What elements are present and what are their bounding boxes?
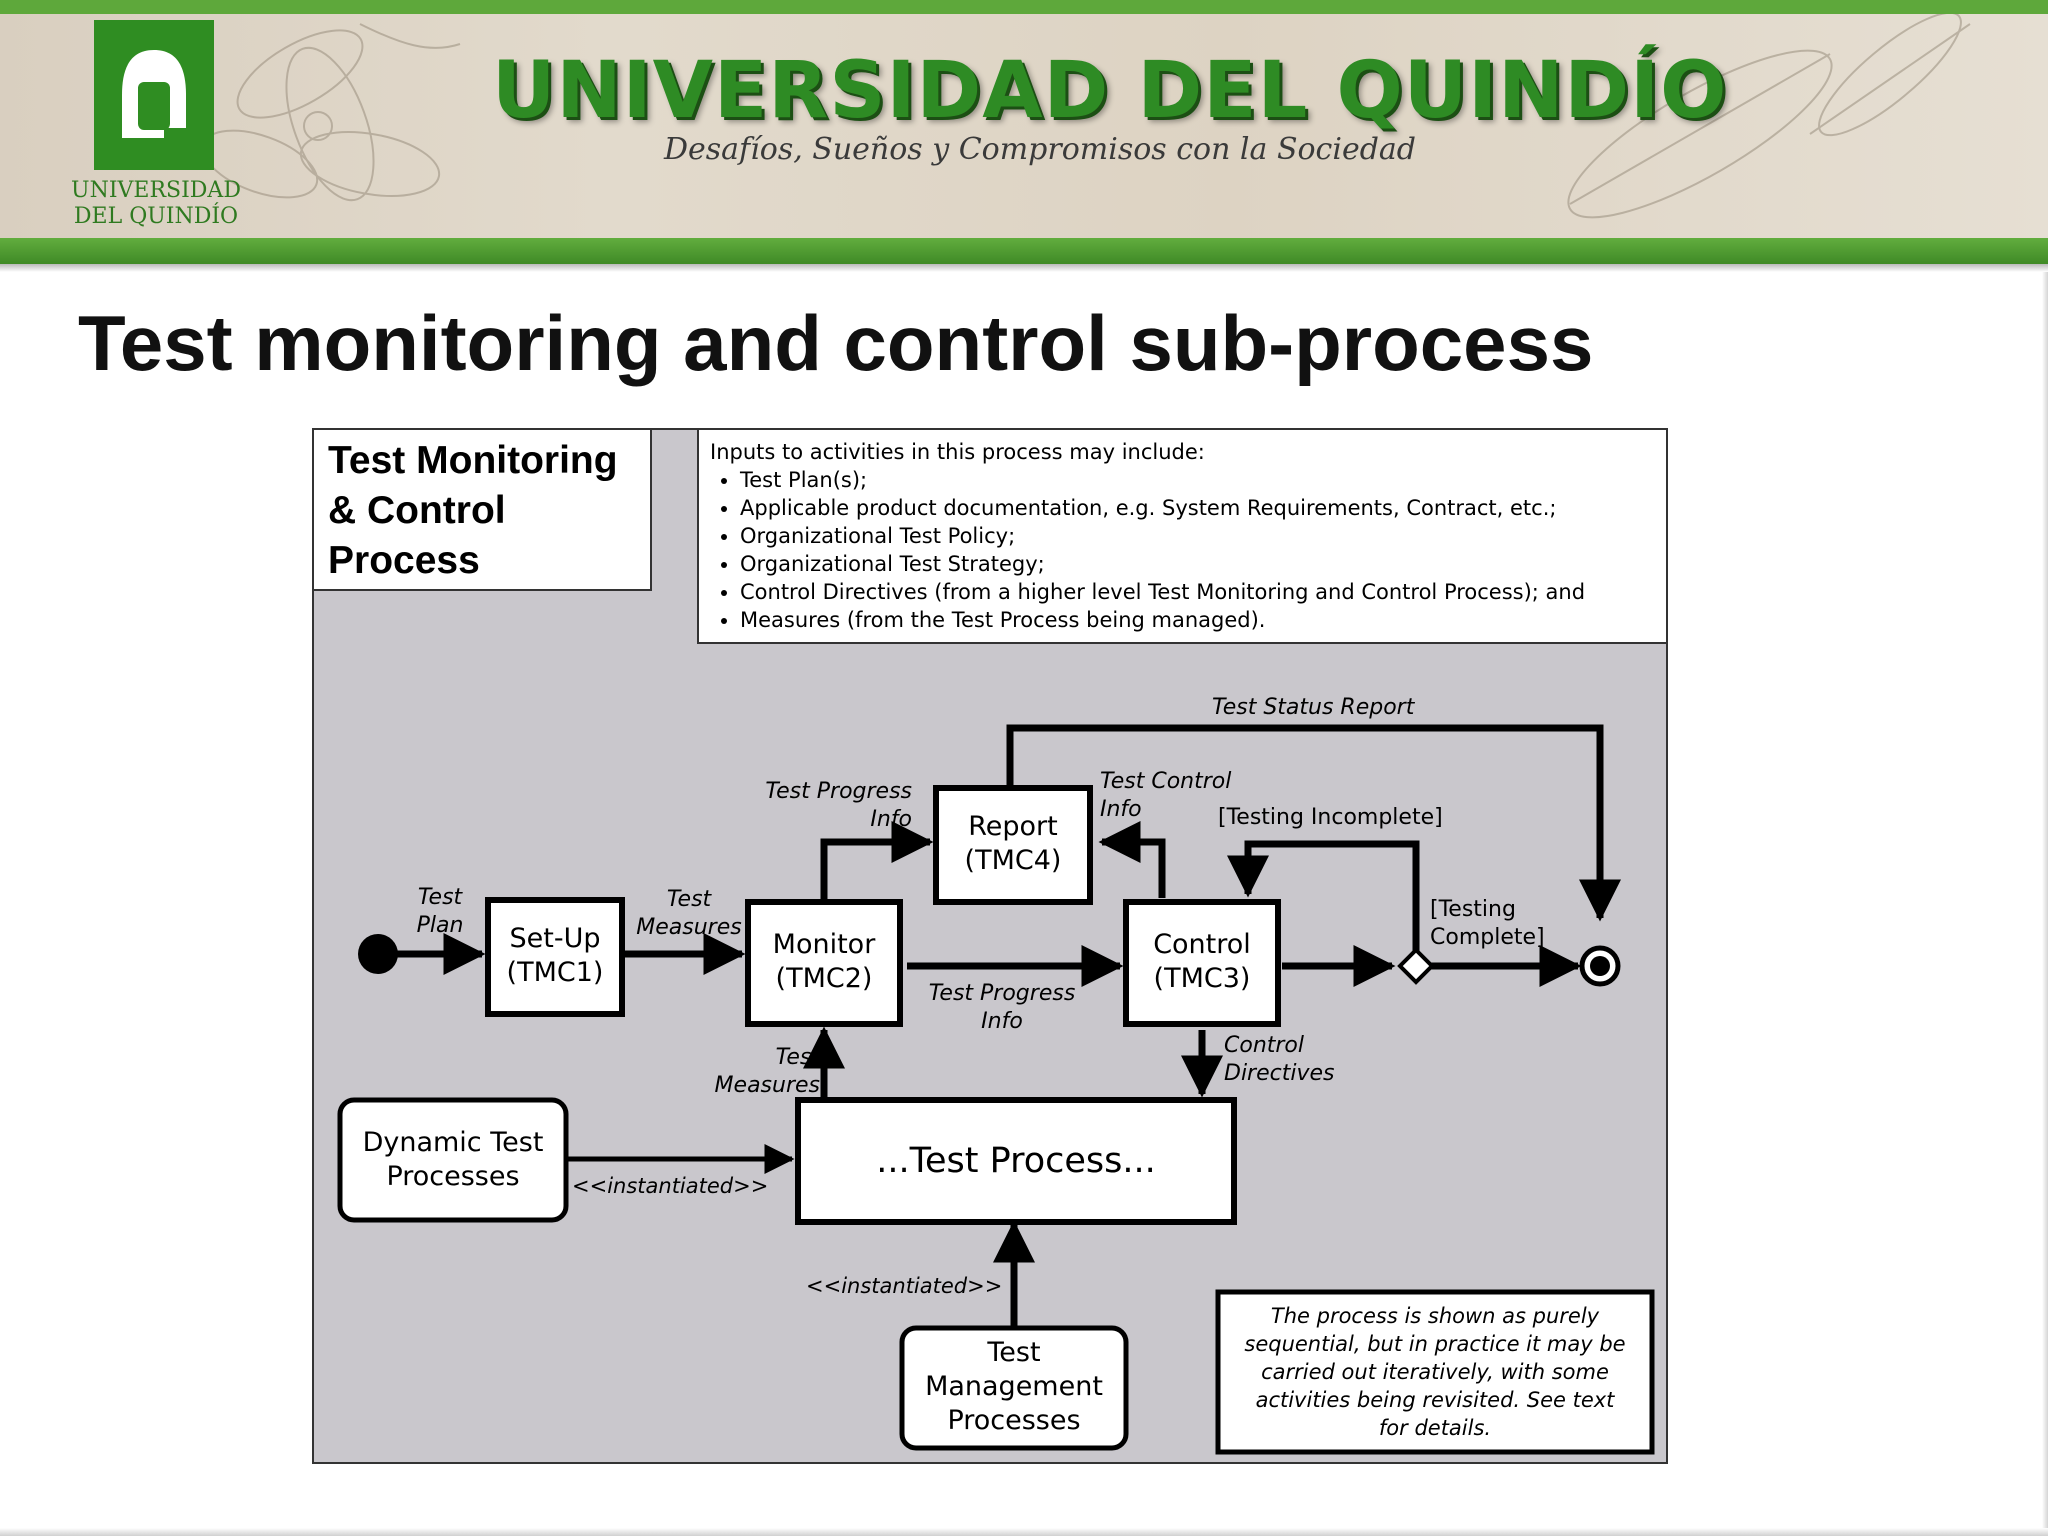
dynamic-test-processes-box xyxy=(337,1097,569,1223)
input-item: Applicable product documentation, e.g. S… xyxy=(740,494,1585,522)
edge-label-test-status-report: Test Status Report xyxy=(1212,695,1415,720)
guard-line: Complete] xyxy=(1430,925,1545,950)
start-node xyxy=(358,934,398,974)
guard-line: [Testing xyxy=(1430,897,1516,922)
guard-testing-incomplete: [Testing Incomplete] xyxy=(1218,805,1443,830)
edge-label-test-measures-top: Test Measures xyxy=(634,886,744,942)
edge-label-line: Plan xyxy=(416,913,464,938)
edge-label-line: Info xyxy=(1100,797,1142,822)
edge-label-line: Test xyxy=(417,885,463,910)
edge-label-line: Measures xyxy=(714,1073,820,1098)
test-process-label: ...Test Process... xyxy=(876,1141,1156,1181)
edge-label-instantiated-bottom: <<instantiated>> xyxy=(806,1274,1003,1298)
brand-title: UNIVERSIDAD DEL QUINDÍO xyxy=(492,46,1728,136)
process-title-box xyxy=(312,428,652,591)
edge-label-test-measures-bottom: Test Measures xyxy=(698,1044,820,1100)
end-node-inner xyxy=(1590,956,1610,976)
university-banner: UNIVERSIDAD DEL QUINDÍO UNIVERSIDAD DEL … xyxy=(0,0,2048,272)
slide-right-edge xyxy=(2042,272,2048,1536)
logo-caption: UNIVERSIDAD DEL QUINDÍO xyxy=(66,178,246,230)
input-item: Organizational Test Policy; xyxy=(740,522,1585,550)
edge-label-line: Directives xyxy=(1224,1061,1335,1086)
input-item: Measures (from the Test Process being ma… xyxy=(740,606,1585,634)
monitor-box xyxy=(745,899,903,1027)
control-label-line1: Control xyxy=(1153,929,1251,960)
edge-label-line: Info xyxy=(981,1009,1023,1034)
inputs-box xyxy=(697,428,1668,644)
edge-label-test-progress-info-mid: Test Progress Info xyxy=(912,980,1092,1036)
process-title: Test Monitoring & Control Process xyxy=(328,439,618,582)
decision-diamond xyxy=(1397,947,1435,985)
slide-title: Test monitoring and control sub-process xyxy=(78,299,1594,387)
edge-label-line: Control xyxy=(1224,1033,1305,1058)
monitor-label-line1: Monitor xyxy=(772,929,876,960)
dynamic-label-line1: Dynamic Test xyxy=(362,1127,544,1158)
edge-label-line: Test Control xyxy=(1100,769,1232,794)
process-diagram: Test Monitoring & Control Process Inputs… xyxy=(312,428,1668,1464)
brand-tagline: Desafíos, Sueños y Compromisos con la So… xyxy=(663,132,1417,167)
diagram-shapes xyxy=(312,428,1668,1464)
control-label-line2: (TMC3) xyxy=(1153,963,1251,994)
test-management-processes-box xyxy=(899,1325,1129,1451)
banner-shadow xyxy=(0,264,2048,272)
control-box xyxy=(1123,899,1281,1027)
dynamic-test-processes-label: Dynamic Test Processes xyxy=(340,1126,566,1194)
guard-testing-complete: [Testing Complete] xyxy=(1430,896,1545,952)
edge-label-control-directives: Control Directives xyxy=(1224,1032,1334,1088)
edge-label-line: Test Progress xyxy=(928,981,1076,1006)
edge-label-line: Info xyxy=(870,807,912,832)
report-box xyxy=(933,785,1093,905)
edge-test-status-report xyxy=(1006,724,1621,922)
edge-testing-incomplete xyxy=(1227,840,1420,954)
note-box xyxy=(1215,1289,1655,1455)
edge-label-line: Test Progress xyxy=(765,779,912,804)
setup-label-line2: (TMC1) xyxy=(506,957,604,988)
edge-label-test-plan: Test Plan xyxy=(410,884,470,940)
setup-box xyxy=(485,897,625,1017)
edge-label-instantiated-left: <<instantiated>> xyxy=(572,1174,769,1198)
logo-caption-line2: DEL QUINDÍO xyxy=(73,204,239,229)
test-process-box xyxy=(795,1097,1237,1225)
edge-label-test-control-info: Test Control Info xyxy=(1100,768,1231,824)
slide-bottom-edge xyxy=(0,1528,2048,1536)
monitor-label: Monitor (TMC2) xyxy=(748,928,900,996)
input-item: Test Plan(s); xyxy=(740,466,1585,494)
management-label-line1: Test xyxy=(987,1337,1041,1368)
test-management-processes-label: Test Management Processes xyxy=(902,1336,1126,1438)
dynamic-label-line2: Processes xyxy=(386,1161,520,1192)
edge-label-line: Measures xyxy=(636,915,742,940)
setup-label-line1: Set-Up xyxy=(509,923,601,954)
setup-label: Set-Up (TMC1) xyxy=(488,922,622,990)
management-label-line2: Management xyxy=(925,1371,1103,1402)
input-item: Organizational Test Strategy; xyxy=(740,550,1585,578)
monitor-label-line2: (TMC2) xyxy=(775,963,873,994)
inputs-intro: Inputs to activities in this process may… xyxy=(710,440,1205,464)
report-label: Report (TMC4) xyxy=(936,810,1090,878)
edge-test-progress-info-to-report xyxy=(820,821,934,900)
report-label-line2: (TMC4) xyxy=(964,845,1062,876)
report-label-line1: Report xyxy=(968,811,1058,842)
edge-test-control-info xyxy=(1098,821,1166,898)
control-label: Control (TMC3) xyxy=(1126,928,1278,996)
edge-label-line: Test xyxy=(666,887,712,912)
management-label-line3: Processes xyxy=(947,1405,1081,1436)
banner-top-stripe xyxy=(0,0,2048,14)
banner-botanical-illustration xyxy=(201,14,1971,219)
iteration-note: The process is shown as purely sequentia… xyxy=(1244,1304,1626,1440)
university-logo-icon xyxy=(94,20,214,170)
banner-bottom-stripe xyxy=(0,238,2048,264)
input-item: Control Directives (from a higher level … xyxy=(740,578,1585,606)
logo-caption-line1: UNIVERSIDAD xyxy=(71,178,241,203)
edge-label-test-progress-info-up: Test Progress Info xyxy=(742,778,912,834)
edge-label-line: Test xyxy=(775,1045,820,1070)
inputs-list: Inputs to activities in this process may… xyxy=(710,438,1585,634)
